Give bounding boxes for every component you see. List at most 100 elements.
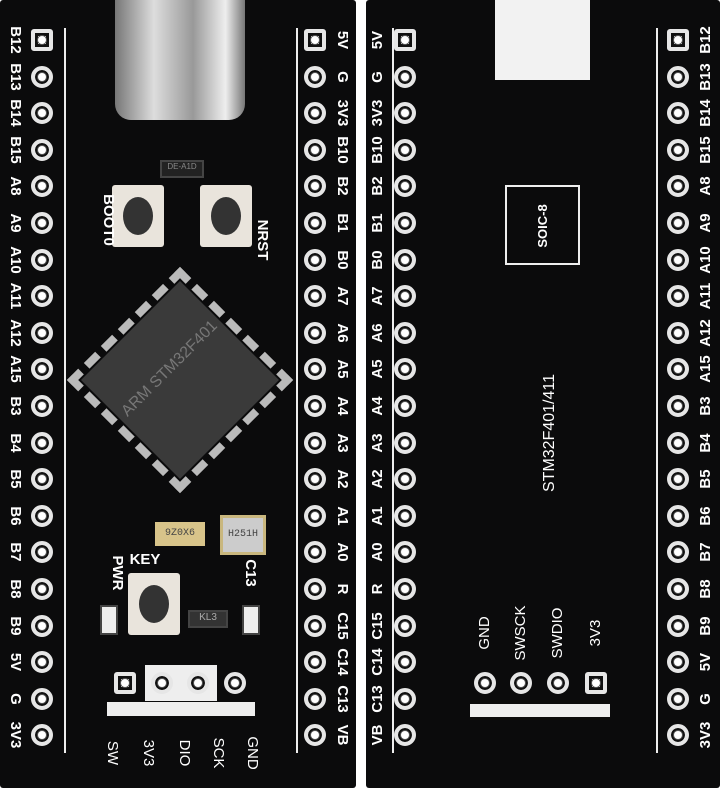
header-pin[interactable] bbox=[394, 578, 416, 600]
pin-label: A3 bbox=[334, 433, 351, 453]
header-pin[interactable] bbox=[667, 395, 689, 417]
pin-label: G bbox=[334, 70, 351, 83]
header-pin[interactable] bbox=[667, 65, 689, 88]
header-pin[interactable] bbox=[667, 248, 689, 271]
header-pin[interactable] bbox=[304, 395, 326, 417]
header-pin[interactable] bbox=[31, 29, 53, 51]
header-pin[interactable] bbox=[31, 212, 53, 234]
header-pin[interactable] bbox=[31, 395, 53, 417]
header-pin[interactable] bbox=[304, 285, 326, 308]
header-pin[interactable] bbox=[31, 614, 53, 637]
header-pin[interactable] bbox=[667, 175, 689, 198]
header-pin[interactable] bbox=[31, 687, 53, 710]
header-pin[interactable] bbox=[394, 724, 416, 747]
header-pin[interactable] bbox=[394, 138, 416, 161]
header-pin[interactable] bbox=[31, 578, 53, 600]
header-pin[interactable] bbox=[31, 504, 53, 527]
header-pin[interactable] bbox=[394, 614, 416, 637]
swd-pin[interactable] bbox=[151, 672, 173, 694]
header-pin[interactable] bbox=[304, 358, 326, 381]
header-pin[interactable] bbox=[394, 65, 416, 88]
header-pin[interactable] bbox=[667, 504, 689, 527]
swd-pin[interactable] bbox=[224, 672, 246, 694]
swd-pin[interactable] bbox=[187, 672, 209, 694]
header-pin[interactable] bbox=[31, 175, 53, 198]
header-pin[interactable] bbox=[304, 687, 326, 710]
header-pin[interactable] bbox=[667, 541, 689, 564]
header-pin[interactable] bbox=[667, 687, 689, 710]
header-pin[interactable] bbox=[304, 431, 326, 454]
header-pin[interactable] bbox=[394, 212, 416, 234]
swd-pin[interactable] bbox=[585, 672, 607, 694]
header-pin[interactable] bbox=[304, 504, 326, 527]
header-pin[interactable] bbox=[304, 468, 326, 491]
header-pin[interactable] bbox=[394, 358, 416, 381]
header-pin[interactable] bbox=[394, 285, 416, 308]
swd-pin[interactable] bbox=[474, 672, 496, 694]
header-pin[interactable] bbox=[667, 578, 689, 600]
header-pin[interactable] bbox=[304, 614, 326, 637]
header-pin[interactable] bbox=[31, 102, 53, 125]
header-pin[interactable] bbox=[304, 578, 326, 600]
pwr-led bbox=[100, 605, 118, 635]
header-pin[interactable] bbox=[394, 175, 416, 198]
header-pin[interactable] bbox=[304, 724, 326, 747]
header-pin[interactable] bbox=[667, 285, 689, 308]
header-pin[interactable] bbox=[394, 29, 416, 51]
pin-label: A10 bbox=[697, 245, 714, 274]
header-pin[interactable] bbox=[304, 175, 326, 198]
key-label: KEY bbox=[129, 551, 161, 568]
header-pin[interactable] bbox=[304, 541, 326, 564]
header-pin[interactable] bbox=[31, 138, 53, 161]
key-button[interactable] bbox=[128, 573, 180, 635]
header-pin[interactable] bbox=[304, 248, 326, 271]
pin-label: B15 bbox=[697, 136, 714, 164]
header-pin[interactable] bbox=[31, 431, 53, 454]
header-pin[interactable] bbox=[31, 724, 53, 747]
header-pin[interactable] bbox=[667, 212, 689, 234]
header-pin[interactable] bbox=[304, 102, 326, 125]
header-pin[interactable] bbox=[304, 138, 326, 161]
header-pin[interactable] bbox=[394, 504, 416, 527]
header-pin[interactable] bbox=[667, 614, 689, 637]
header-pin[interactable] bbox=[31, 321, 53, 344]
boot0-button[interactable] bbox=[112, 185, 164, 247]
header-pin[interactable] bbox=[31, 541, 53, 564]
header-pin[interactable] bbox=[667, 102, 689, 125]
header-pin[interactable] bbox=[304, 651, 326, 674]
header-pin[interactable] bbox=[304, 212, 326, 234]
header-pin[interactable] bbox=[304, 29, 326, 51]
pin-label: B10 bbox=[369, 136, 386, 164]
header-pin[interactable] bbox=[667, 138, 689, 161]
swd-pin[interactable] bbox=[547, 672, 569, 694]
header-pin[interactable] bbox=[394, 102, 416, 125]
header-pin[interactable] bbox=[667, 651, 689, 674]
header-pin[interactable] bbox=[667, 321, 689, 344]
header-pin[interactable] bbox=[394, 321, 416, 344]
header-pin[interactable] bbox=[31, 248, 53, 271]
header-pin[interactable] bbox=[31, 285, 53, 308]
header-pin[interactable] bbox=[667, 468, 689, 491]
swd-pin[interactable] bbox=[510, 672, 532, 694]
header-pin[interactable] bbox=[31, 468, 53, 491]
header-pin[interactable] bbox=[394, 541, 416, 564]
header-pin[interactable] bbox=[394, 395, 416, 417]
header-pin[interactable] bbox=[667, 358, 689, 381]
header-pin[interactable] bbox=[394, 651, 416, 674]
header-pin[interactable] bbox=[394, 687, 416, 710]
header-pin[interactable] bbox=[667, 724, 689, 747]
header-pin[interactable] bbox=[394, 248, 416, 271]
header-pin[interactable] bbox=[394, 468, 416, 491]
pin-label: B4 bbox=[7, 433, 24, 453]
header-pin[interactable] bbox=[667, 431, 689, 454]
header-pin[interactable] bbox=[31, 358, 53, 381]
header-pin[interactable] bbox=[31, 65, 53, 88]
nrst-button[interactable] bbox=[200, 185, 252, 247]
header-pin[interactable] bbox=[667, 29, 689, 51]
header-pin[interactable] bbox=[394, 431, 416, 454]
board-title: STM32F401/411 bbox=[541, 374, 558, 492]
swd-pin[interactable] bbox=[114, 672, 136, 694]
header-pin[interactable] bbox=[304, 321, 326, 344]
header-pin[interactable] bbox=[304, 65, 326, 88]
header-pin[interactable] bbox=[31, 651, 53, 674]
